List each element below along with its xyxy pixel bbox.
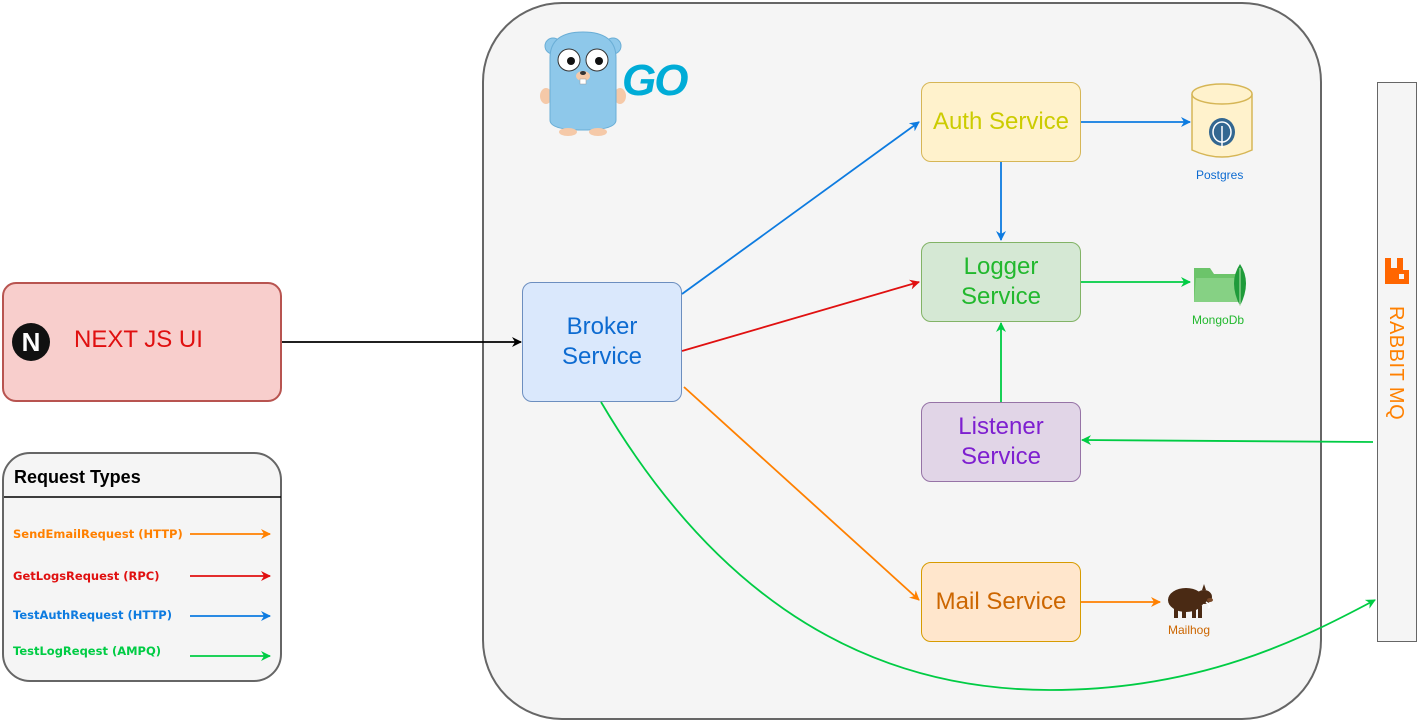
legend-item-get-logs: GetLogsRequest (RPC): [13, 569, 160, 583]
logger-service-box[interactable]: Logger Service: [921, 242, 1081, 322]
nextjs-ui-label: NEXT JS UI: [74, 326, 203, 353]
arrow-broker-to-rabbitmq: [600, 401, 1376, 691]
listener-service-label-line2: Service: [960, 443, 1042, 470]
legend-box: [2, 452, 282, 682]
mail-service-box[interactable]: Mail Service: [921, 562, 1081, 642]
mailhog-label: Mailhog: [1168, 623, 1211, 637]
arrow-broker-to-auth: [681, 121, 920, 295]
listener-service-label-line1: Listener: [958, 413, 1044, 440]
broker-service-label-line2: Service: [561, 343, 643, 370]
go-logo-text: GO: [622, 56, 688, 105]
go-gopher-icon: [540, 31, 626, 136]
arrow-broker-to-logger: [681, 279, 920, 352]
listener-service-box[interactable]: Listener Service: [921, 402, 1081, 482]
rabbitmq-icon: [1385, 258, 1409, 284]
mail-service-label: Mail Service: [935, 588, 1067, 615]
logger-service-label-line1: Logger: [963, 253, 1039, 280]
postgres-icon: [1191, 83, 1253, 158]
mailhog-icon: [1168, 584, 1213, 618]
rabbitmq-label: RABBIT MQ: [1385, 306, 1407, 421]
mongodb-label: MongoDb: [1192, 313, 1245, 327]
arrow-broker-to-mail: [683, 386, 920, 601]
logger-service-label-line2: Service: [960, 283, 1042, 310]
broker-service-box[interactable]: Broker Service: [522, 282, 682, 402]
nextjs-icon: N: [12, 323, 50, 361]
legend-item-test-auth: TestAuthRequest (HTTP): [13, 608, 172, 622]
broker-service-label-line1: Broker: [566, 313, 638, 340]
mongodb-icon: [1194, 264, 1246, 306]
arrow-rabbitmq-to-listener: [1081, 435, 1374, 446]
legend-title: Request Types: [14, 467, 141, 487]
postgres-label: Postgres: [1196, 168, 1244, 182]
rabbitmq-bar[interactable]: [1377, 82, 1417, 642]
legend-item-send-email: SendEmailRequest (HTTP): [13, 527, 183, 541]
legend-item-test-log: TestLogReqest (AMPQ): [13, 644, 162, 658]
auth-service-label: Auth Service: [932, 108, 1070, 135]
auth-service-box[interactable]: Auth Service: [921, 82, 1081, 162]
